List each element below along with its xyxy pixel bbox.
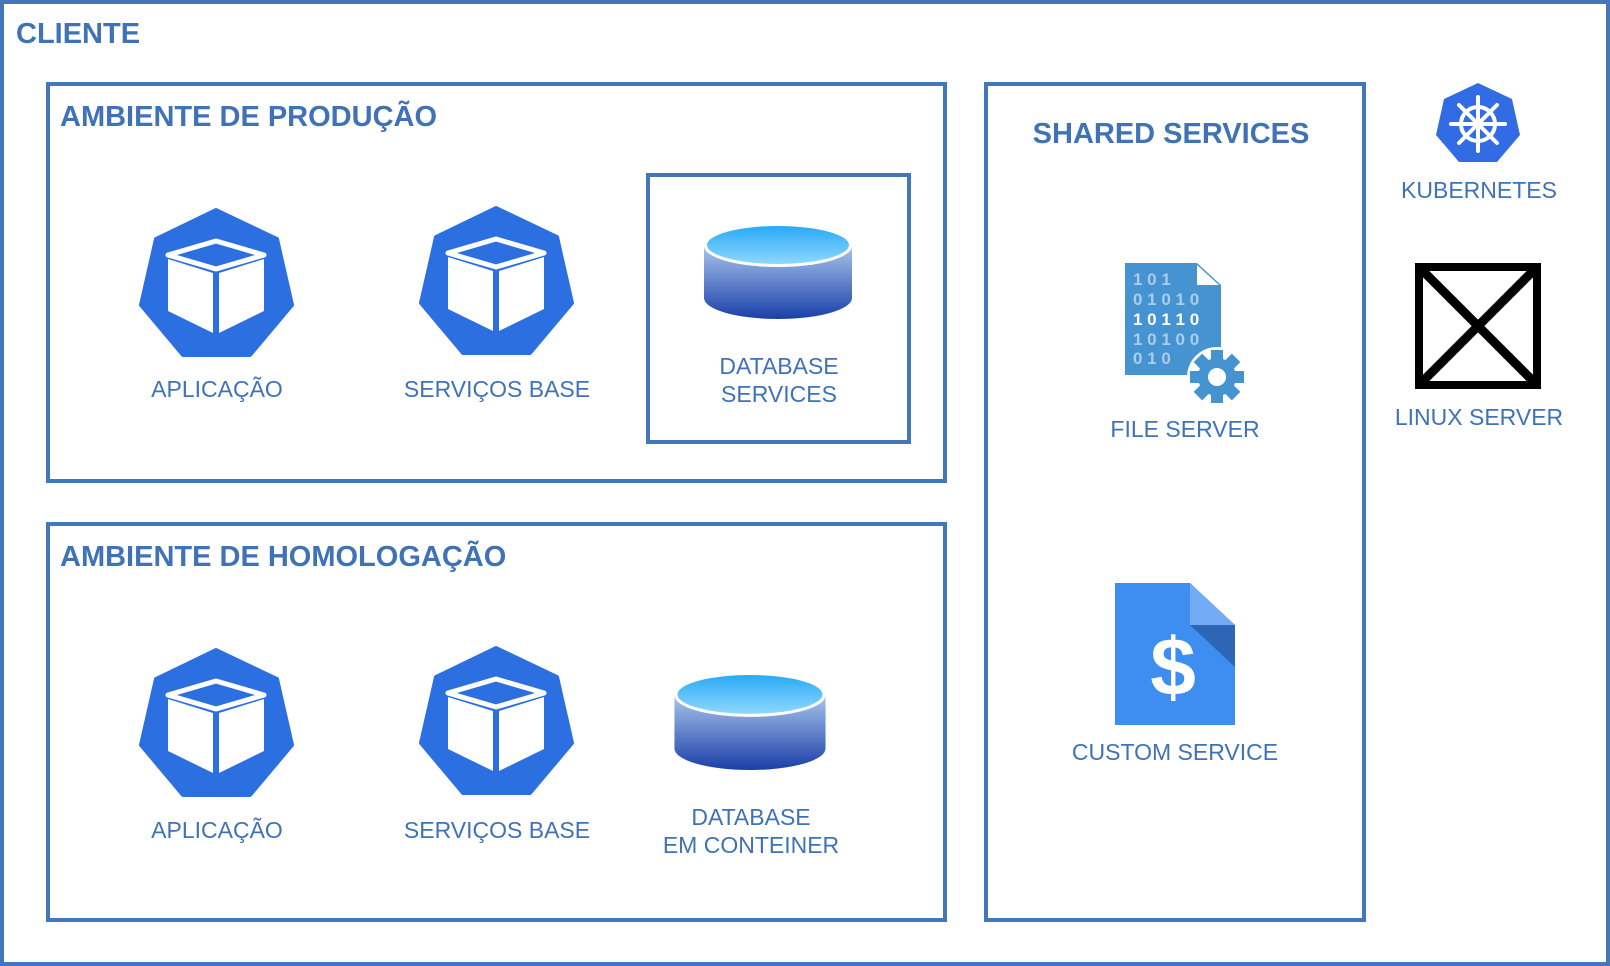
pod-icon: [139, 207, 294, 358]
custom-service-icon: $: [1115, 583, 1235, 725]
base-services-label: SERVIÇOS BASE: [403, 817, 591, 843]
production-container: [46, 82, 947, 483]
digits-row: 1 0 1 1 0: [1133, 310, 1199, 329]
digits-row: 1 0 1 0 0: [1133, 330, 1199, 349]
base-services-label: SERVIÇOS BASE: [403, 376, 591, 402]
kubernetes-icon: [1436, 83, 1520, 162]
database-label-line2: EM CONTEINER: [662, 832, 840, 858]
kubernetes-label: KUBERNETES: [1401, 177, 1557, 203]
database-label-line1: DATABASE: [719, 353, 839, 379]
database-services-container: [646, 173, 911, 444]
shared-services-title: SHARED SERVICES: [1032, 118, 1310, 150]
homolog-title: AMBIENTE DE HOMOLOGAÇÃO: [60, 541, 507, 573]
pod-icon: [139, 647, 294, 798]
custom-service-label: CUSTOM SERVICE: [1071, 739, 1279, 765]
svg-text:$: $: [1150, 622, 1196, 713]
file-server-label: FILE SERVER: [1110, 416, 1260, 442]
homolog-container: [46, 522, 947, 922]
production-title: AMBIENTE DE PRODUÇÃO: [60, 101, 438, 133]
linux-server-placeholder-icon: [1415, 263, 1541, 389]
database-icon: [703, 224, 853, 320]
app-label: APLICAÇÃO: [151, 817, 283, 843]
database-label-line2: SERVICES: [721, 381, 837, 407]
file-server-icon: 1 0 1 0 1 0 1 0 1 0 1 1 0 1 0 1 0 0 0 1 …: [1125, 263, 1247, 403]
database-label-line1: DATABASE: [691, 804, 811, 830]
app-label: APLICAÇÃO: [151, 376, 283, 402]
database-icon: [673, 673, 827, 771]
digits-row: 0 1 0 1 0: [1133, 290, 1199, 309]
digits-row: 1 0 1: [1133, 270, 1171, 289]
linux-server-label: LINUX SERVER: [1394, 404, 1564, 430]
pod-icon: [419, 645, 574, 796]
gear-icon: [1187, 347, 1247, 403]
shared-services-container: [984, 82, 1366, 922]
digits-row: 0 1 0: [1133, 349, 1171, 368]
pod-icon: [419, 205, 574, 356]
client-title: CLIENTE: [16, 18, 141, 50]
